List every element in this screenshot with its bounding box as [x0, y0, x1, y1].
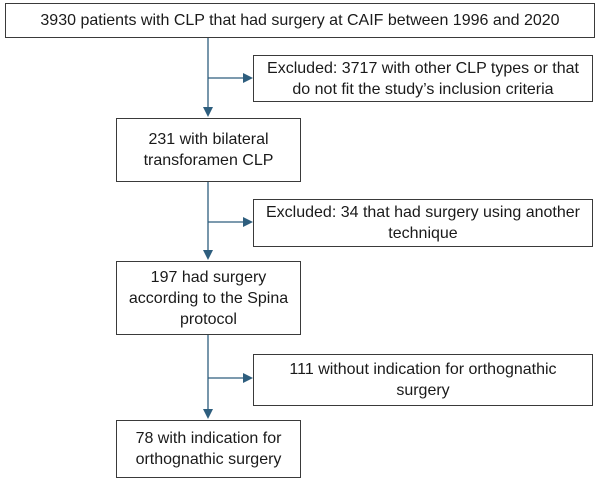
- box-without-indication-line-1: 111 without indication for orthognathic: [289, 361, 557, 378]
- box-with-indication-line-2: orthognathic surgery: [135, 451, 282, 468]
- box-spina-line-2: according to the Spina: [128, 289, 289, 307]
- box-without-indication-line-2: surgery: [396, 382, 450, 399]
- box-bilateral-line-1: 231 with bilateral: [148, 131, 269, 148]
- box-excluded-2-line-1: Excluded: 34 that had surgery using anot…: [266, 204, 580, 221]
- box-with-indication-line-1: 78 with indication for: [135, 430, 282, 447]
- box-bilateral-line-2: transforamen CLP: [143, 152, 274, 169]
- box-excluded-other-types: Excluded: 3717 with other CLP types or t…: [253, 55, 593, 102]
- box-excluded-1-line-1: Excluded: 3717 with other CLP types or t…: [267, 59, 579, 77]
- box-spina-line-3: protocol: [180, 310, 237, 328]
- box-with-indication: 78 with indication for orthognathic surg…: [116, 420, 301, 478]
- box-excluded-2-line-2: technique: [388, 225, 458, 242]
- box-all-patients-line-1: 3930 patients with CLP that had surgery …: [40, 12, 560, 29]
- box-spina-protocol: 197 had surgery according to the Spina p…: [116, 261, 301, 335]
- box-excluded-1-line-2: do not fit the study’s inclusion criteri…: [292, 80, 554, 98]
- box-all-patients: 3930 patients with CLP that had surgery …: [5, 3, 595, 38]
- box-bilateral-transforamen: 231 with bilateral transforamen CLP: [116, 118, 301, 182]
- box-without-indication: 111 without indication for orthognathic …: [253, 354, 593, 406]
- box-excluded-other-technique: Excluded: 34 that had surgery using anot…: [253, 199, 593, 247]
- box-spina-line-1: 197 had surgery: [150, 268, 267, 286]
